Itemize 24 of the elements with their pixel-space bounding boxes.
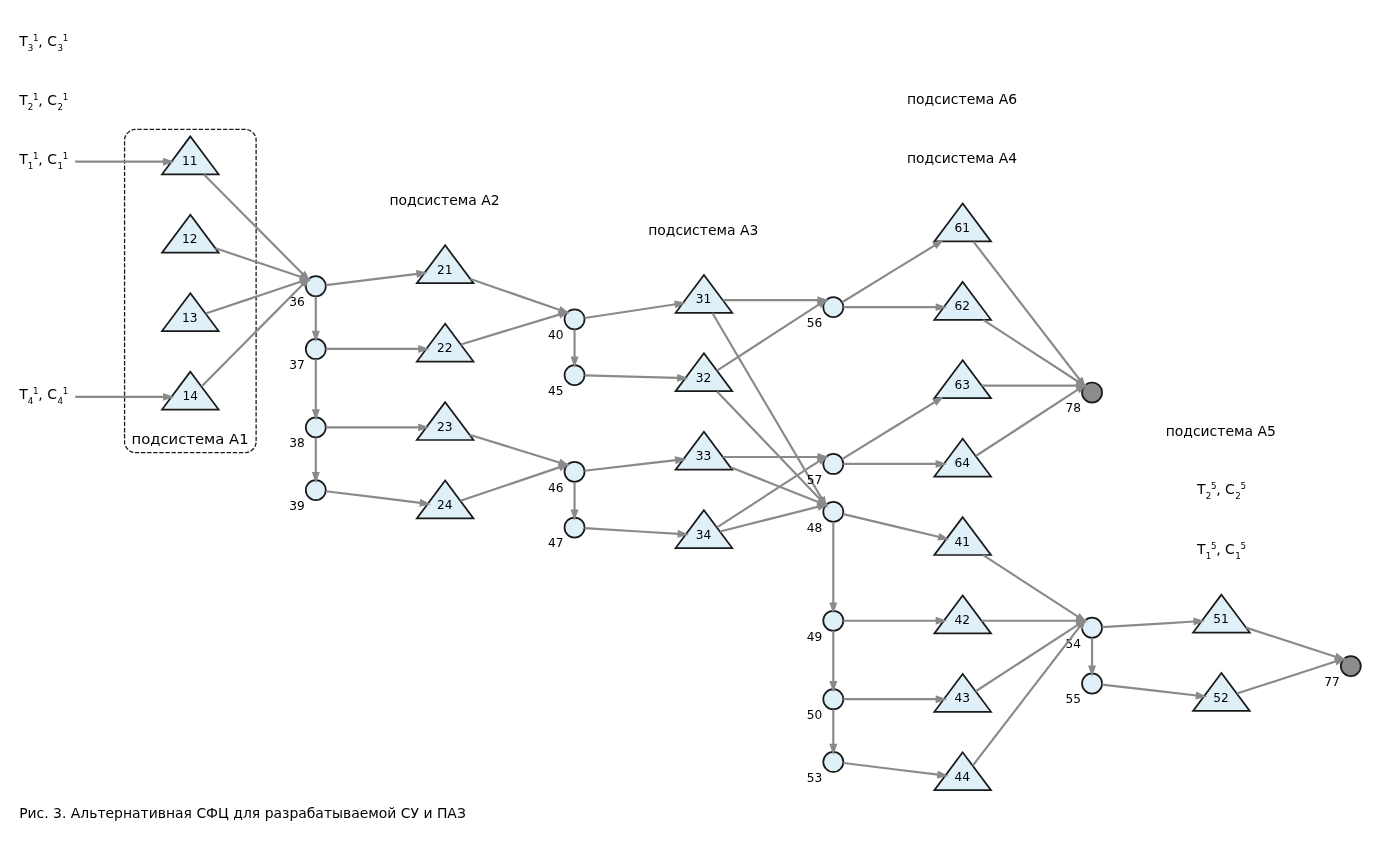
node-label: 55: [1065, 692, 1081, 707]
label: подсистема A5: [1165, 422, 1276, 439]
node-label: 54: [1065, 636, 1081, 651]
node-label: 39: [289, 498, 305, 513]
node-label: 36: [289, 295, 305, 310]
node-label: 57: [806, 472, 823, 487]
node-label: 50: [806, 707, 823, 722]
label: подсистема A3: [648, 221, 759, 238]
node-label: 45: [547, 383, 564, 398]
node-label: 48: [806, 520, 823, 535]
node-label: 77: [1324, 674, 1340, 689]
label: подсистема A4: [906, 150, 1018, 167]
node-label: 53: [806, 770, 823, 785]
node-label: 56: [806, 315, 823, 330]
caption: Рис. 3. Альтернативная СФЦ для разрабатываемой СУ и ПАЗ: [19, 804, 466, 821]
node-label: 46: [547, 480, 564, 495]
label: подсистема A2: [389, 192, 500, 209]
node-label: 49: [806, 629, 823, 644]
node-label: 38: [289, 436, 305, 451]
node-label: 47: [547, 536, 564, 551]
label: подсистема A6: [906, 90, 1018, 107]
node-label: 37: [289, 357, 305, 372]
node-label: 40: [547, 328, 564, 343]
node-label: 78: [1065, 401, 1081, 416]
